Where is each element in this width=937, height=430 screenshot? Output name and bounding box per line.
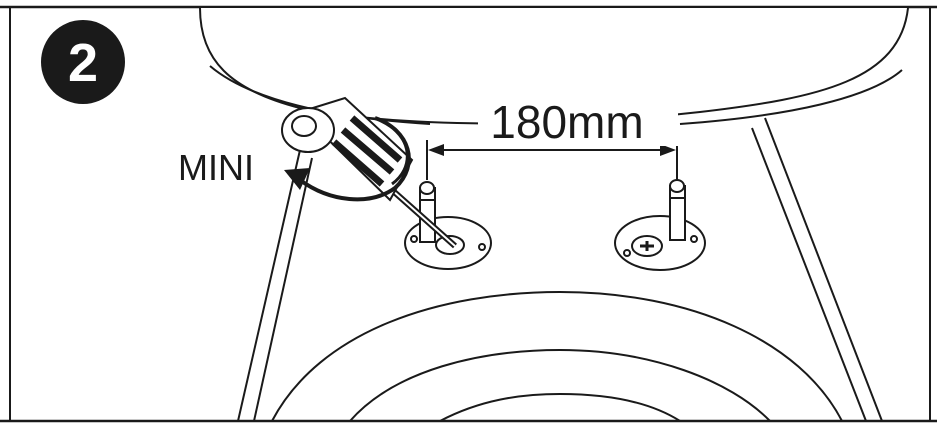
panel-frame xyxy=(0,5,937,423)
measurement-label: 180mm xyxy=(490,96,643,148)
step-number: 2 xyxy=(68,33,98,93)
rotate-arrow-icon xyxy=(284,116,411,202)
tool-size-label: MINI xyxy=(178,147,254,188)
left-hinge-bolt xyxy=(404,181,492,270)
dimension-line xyxy=(426,96,678,180)
bowl-outline xyxy=(237,117,883,422)
step-badge: 2 xyxy=(41,20,125,104)
right-hinge-bolt xyxy=(614,179,706,271)
screwdriver-icon xyxy=(281,96,457,249)
